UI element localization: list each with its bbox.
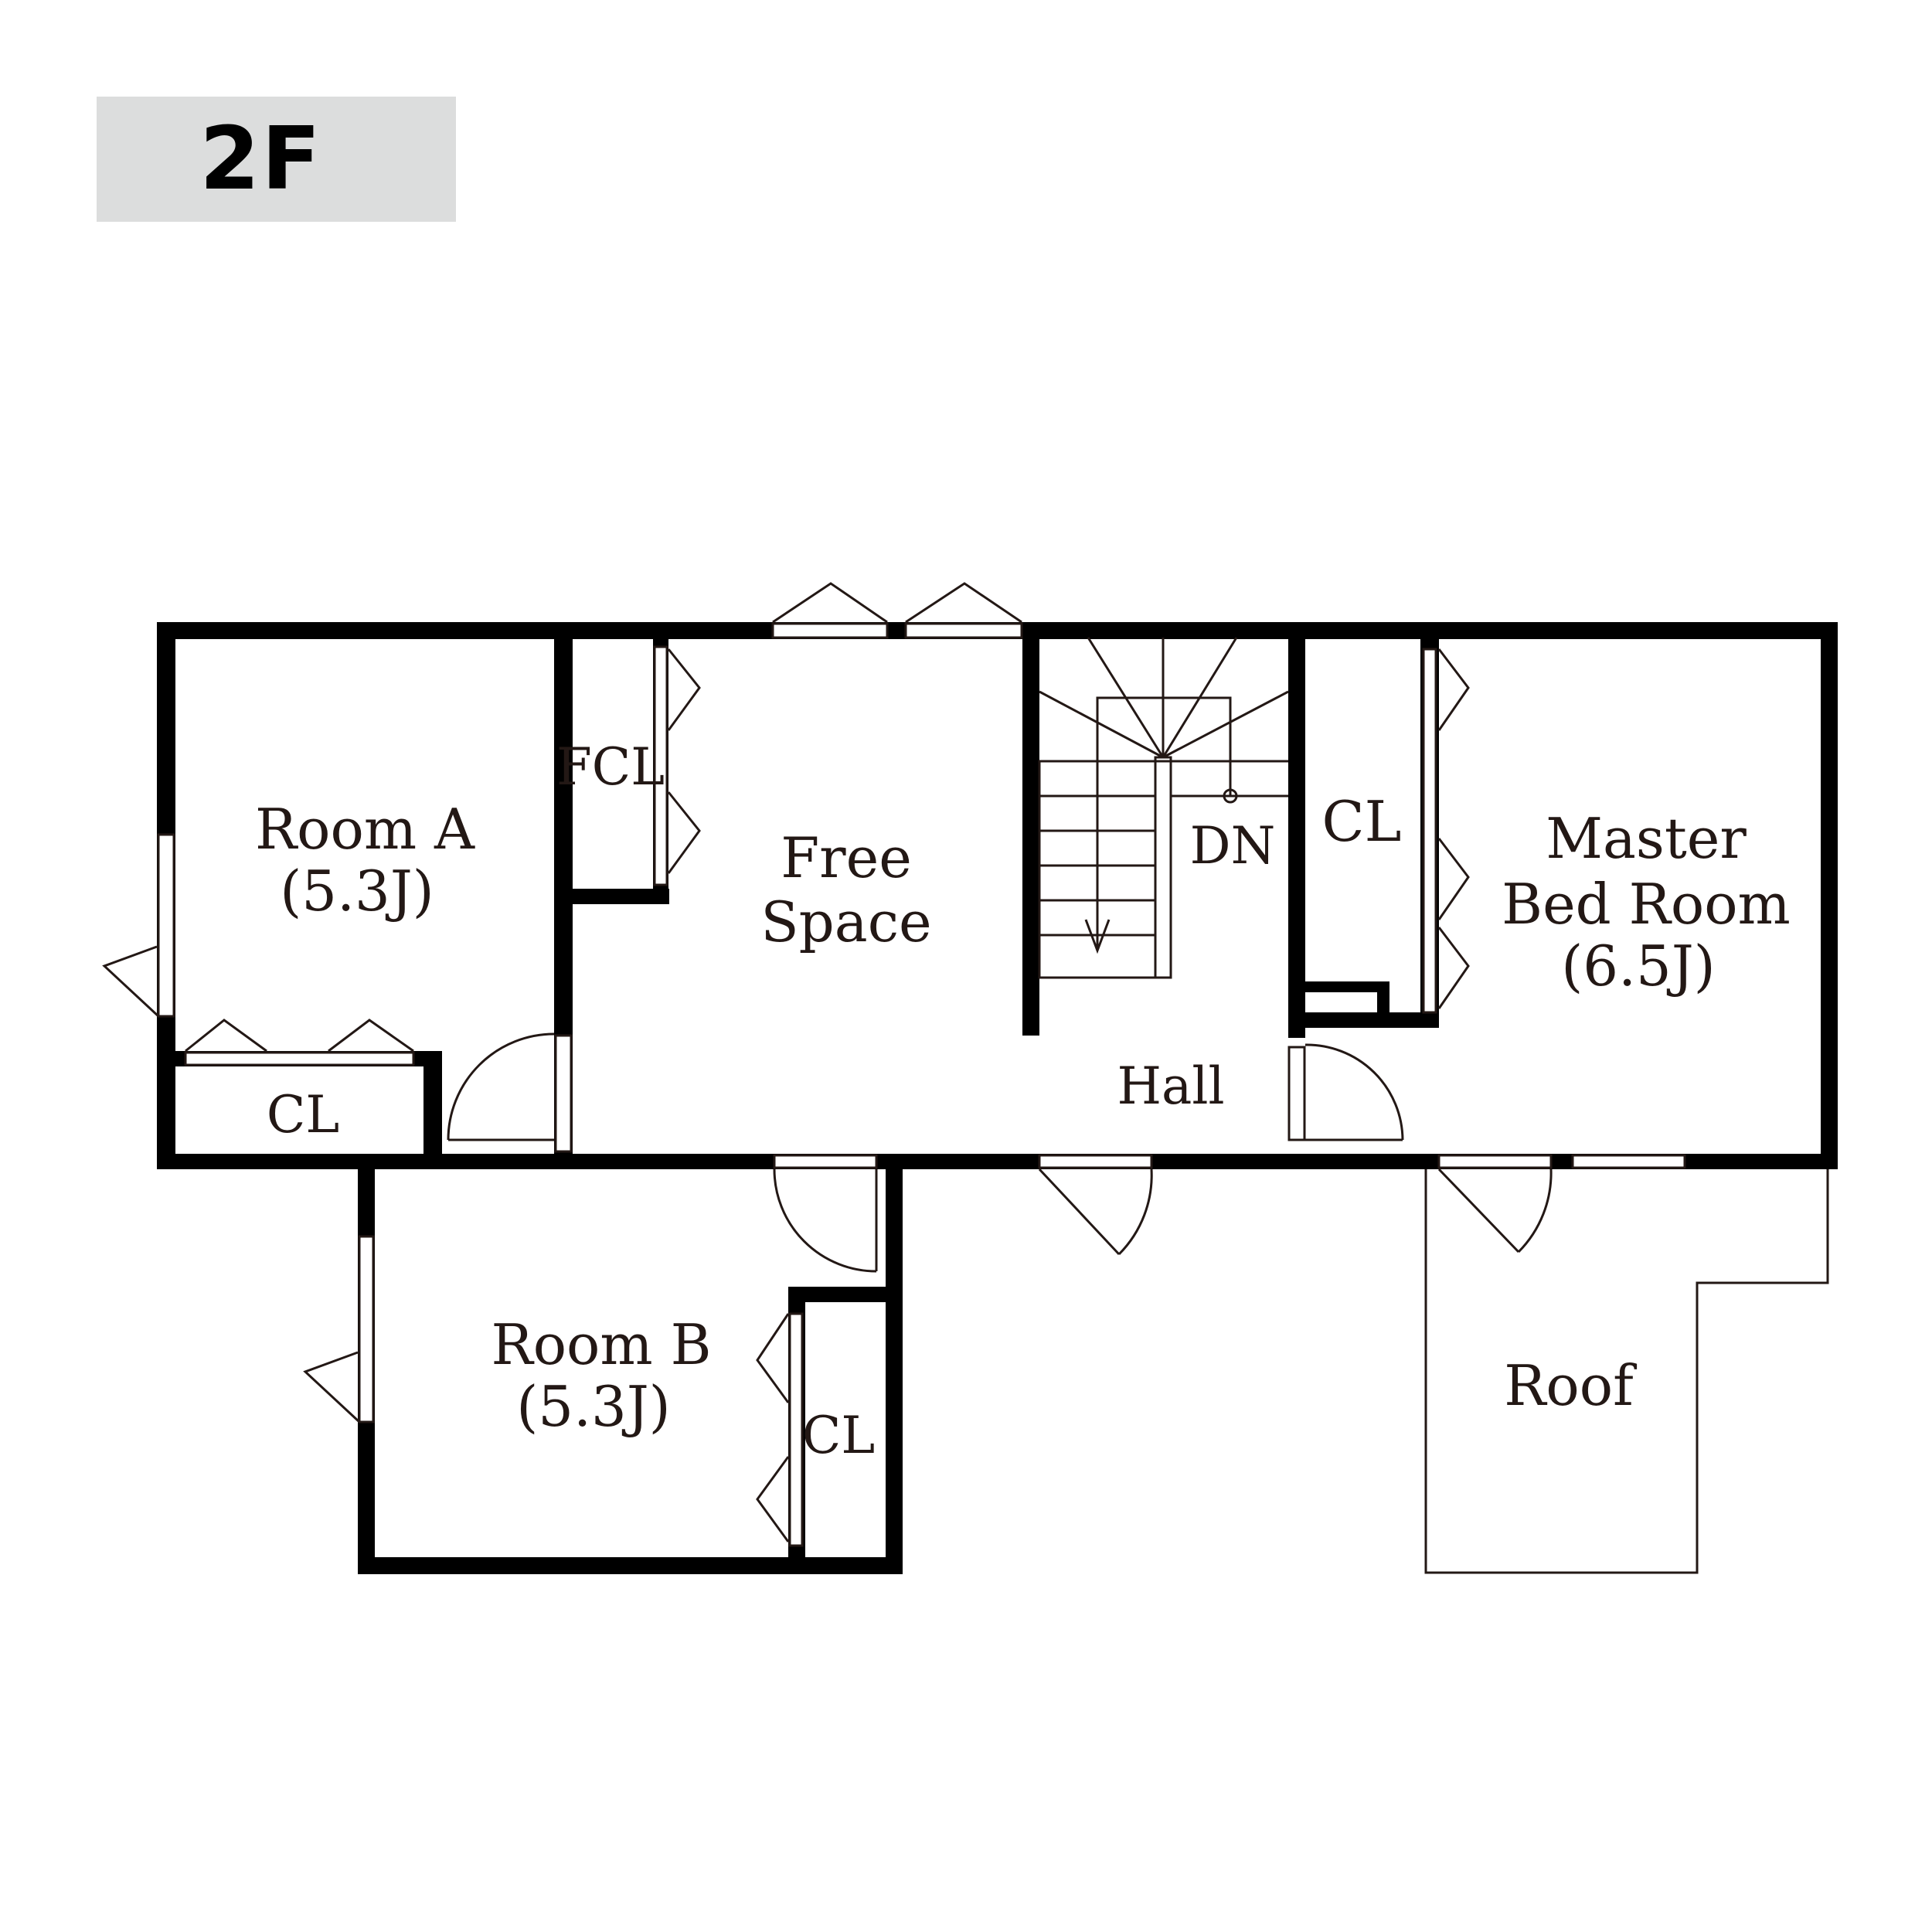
room-b-cl-label: CL <box>802 1406 875 1465</box>
staircase <box>1038 637 1289 979</box>
room-a-size: (5.3J) <box>280 859 434 923</box>
master-cl-label: CL <box>1322 789 1402 854</box>
closet-doors <box>184 645 1470 1547</box>
free-space-name-line1: Free <box>781 825 912 890</box>
room-a-name: Room A <box>255 797 475 862</box>
floor-label: 2F <box>199 109 322 209</box>
door-swings <box>447 1032 1553 1273</box>
free-space-name-line2: Space <box>760 889 931 954</box>
stairs-down-label: DN <box>1190 816 1276 876</box>
master-size: (6.5J) <box>1561 934 1716 998</box>
exterior-walls <box>157 622 1838 1574</box>
floor-label-badge: 2F <box>97 97 456 222</box>
master-name-line1: Master <box>1546 806 1747 871</box>
roof-label: Roof <box>1504 1353 1637 1418</box>
room-b-name: Room B <box>492 1312 712 1377</box>
roof-outline <box>1424 1163 1829 1574</box>
room-labels: Room A (5.3J) FCL Free Space DN CL Maste… <box>255 737 1791 1465</box>
fcl-label: FCL <box>556 737 665 797</box>
window-casements <box>102 582 1022 1423</box>
room-a-cl-label: CL <box>267 1085 339 1145</box>
master-name-line2: Bed Room <box>1502 872 1791 937</box>
room-b-size: (5.3J) <box>516 1374 671 1439</box>
windows <box>157 622 1686 1423</box>
hall-label: Hall <box>1117 1056 1224 1116</box>
